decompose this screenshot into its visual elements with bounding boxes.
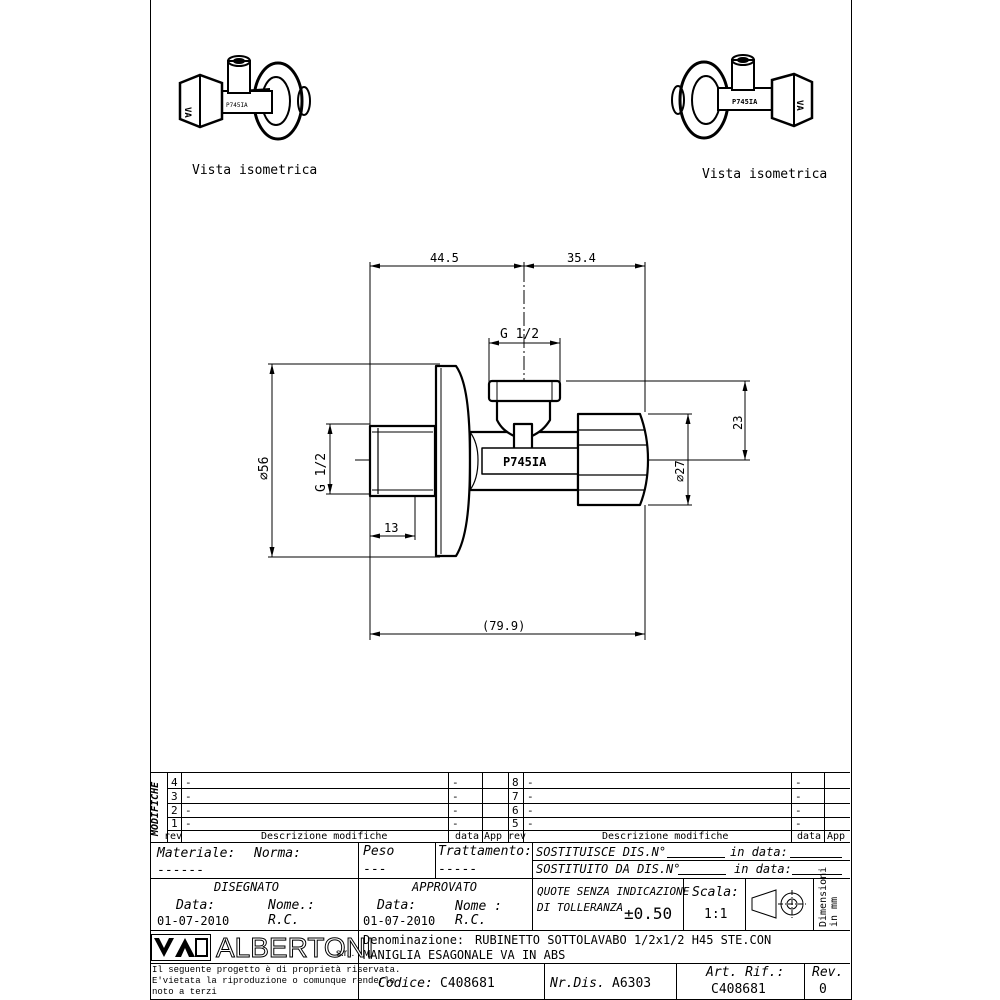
codice-label: Codice:: [378, 976, 433, 991]
desc-7: -: [527, 790, 534, 803]
date-2: -: [452, 804, 459, 817]
approvato-data-label: Data:: [377, 898, 417, 913]
dim-44-5: 44.5: [430, 251, 459, 265]
peso-label: Peso: [363, 844, 395, 859]
denominazione-line-1: RUBINETTO SOTTOLAVABO 1/2x1/2 H45 STE.CO…: [475, 933, 772, 947]
modifiche-side-label: MODIFICHE: [150, 781, 161, 836]
dim-thread-top: G 1/2: [500, 327, 539, 342]
disegnato-data-label: Data:: [176, 898, 216, 913]
disegnato-nome-label: Nome.:: [268, 898, 315, 913]
iso-view-left: VA P745IA: [178, 55, 311, 141]
approvato-label: APPROVATO: [412, 880, 478, 894]
approvato-nome: R.C.: [455, 913, 487, 928]
header-app-right: App: [827, 831, 846, 842]
header-rev-right: rev: [508, 831, 527, 842]
rev-7: 7: [512, 790, 519, 803]
tolleranza-value: ±0.50: [624, 904, 673, 923]
iso-right-marking: P745IA: [732, 98, 758, 106]
materiale-label: Materiale:: [157, 846, 236, 861]
desc-4: -: [185, 776, 192, 789]
scala-value: 1:1: [704, 907, 728, 922]
dim-total: (79.9): [482, 619, 525, 633]
rev-value: 0: [819, 982, 827, 997]
proprieta-line-1: Il seguente progetto è di proprietà rise…: [152, 965, 401, 975]
artrif-value: C408681: [711, 982, 766, 997]
dim-thread-left: G 1/2: [314, 453, 329, 492]
quote-label-2: DI TOLLERANZA: [537, 901, 624, 914]
scala-label: Scala:: [692, 885, 739, 900]
proprieta-line-2: E'vietata la riproduzione o comunque ren…: [152, 976, 396, 986]
dim-23: 23: [731, 416, 745, 430]
rev-4: 4: [171, 776, 178, 789]
date-4: -: [452, 776, 459, 789]
desc-3: -: [185, 790, 192, 803]
header-desc-right: Descrizione modifiche: [602, 831, 729, 842]
rev-5: 5: [512, 817, 519, 830]
desc-6: -: [527, 804, 534, 817]
disegnato-label: DISEGNATO: [214, 880, 280, 894]
rev-2: 2: [171, 804, 178, 817]
desc-5: -: [527, 817, 534, 830]
trattamento-value: -----: [438, 862, 478, 877]
dim-13: 13: [384, 521, 398, 535]
header-desc-left: Descrizione modifiche: [261, 831, 388, 842]
sostituito-date-label: in data:: [734, 862, 792, 876]
sostituito-label: SOSTITUITO DA DIS.N°: [536, 862, 681, 876]
desc-8: -: [527, 776, 534, 789]
peso-value: ---: [363, 862, 387, 877]
company-name: ALBERTONI: [216, 932, 375, 964]
sostituisce-label: SOSTITUISCE DIS.N°: [536, 845, 667, 859]
artrif-label: Art. Rif.:: [706, 965, 785, 980]
iso-left-label: Vista isometrica: [192, 163, 318, 178]
svg-text:VA: VA: [794, 100, 804, 111]
nrdis-value: A6303: [612, 976, 652, 991]
company-logo-icon: [151, 934, 211, 961]
rev-1: 1: [171, 817, 178, 830]
desc-2: -: [185, 804, 192, 817]
rev-8: 8: [512, 776, 519, 789]
denominazione-label: Denominazione:: [363, 933, 465, 947]
disegnato-data: 01-07-2010: [157, 914, 230, 928]
projection-symbol-icon: [751, 889, 808, 920]
dimensioni-label: Dimensioni in mm: [818, 866, 840, 927]
desc-1: -: [185, 817, 192, 830]
date-6: -: [795, 804, 802, 817]
iso-right-label: Vista isometrica: [702, 167, 828, 182]
date-5: -: [795, 817, 802, 830]
trattamento-label: Trattamento:: [438, 844, 532, 859]
rev-6: 6: [512, 804, 519, 817]
approvato-data: 01-07-2010: [363, 914, 436, 928]
svg-text:VA: VA: [182, 107, 192, 118]
quote-label-1: QUOTE SENZA INDICAZIONE: [537, 885, 690, 898]
materiale-value: ------: [157, 863, 204, 878]
iso-view-right: P745IA VA: [671, 54, 814, 140]
dim-diameter-27: ⌀27: [673, 460, 687, 482]
header-date-left: data: [455, 831, 480, 842]
sostituisce-date-label: in data:: [730, 845, 788, 859]
nrdis-label: Nr.Dis.: [550, 976, 605, 991]
denominazione-line-2: MANIGLIA ESAGONALE VA IN ABS: [363, 948, 566, 962]
header-rev-left: rev: [164, 831, 183, 842]
company-suffix: s.r.l.: [336, 948, 355, 959]
iso-left-marking: P745IA: [226, 102, 248, 109]
date-3: -: [452, 790, 459, 803]
header-date-right: data: [797, 831, 822, 842]
header-app-left: App: [484, 831, 503, 842]
disegnato-nome: R.C.: [268, 913, 300, 928]
date-1: -: [452, 817, 459, 830]
dim-35-4: 35.4: [567, 251, 596, 265]
body-marking: P745IA: [503, 455, 547, 469]
approvato-nome-label: Nome :: [455, 899, 502, 914]
norma-label: Norma:: [254, 846, 301, 861]
rev-label: Rev.: [812, 965, 844, 980]
dim-diameter-56: ⌀56: [257, 457, 272, 480]
main-view: P745IA 44.5 35.4 G 1/2 ⌀56 G 1/2 ⌀27 23 …: [257, 251, 750, 640]
proprieta-line-3: noto a terzi: [152, 987, 217, 997]
date-7: -: [795, 790, 802, 803]
codice-value: C408681: [440, 976, 495, 991]
rev-3: 3: [171, 790, 178, 803]
date-8: -: [795, 776, 802, 789]
